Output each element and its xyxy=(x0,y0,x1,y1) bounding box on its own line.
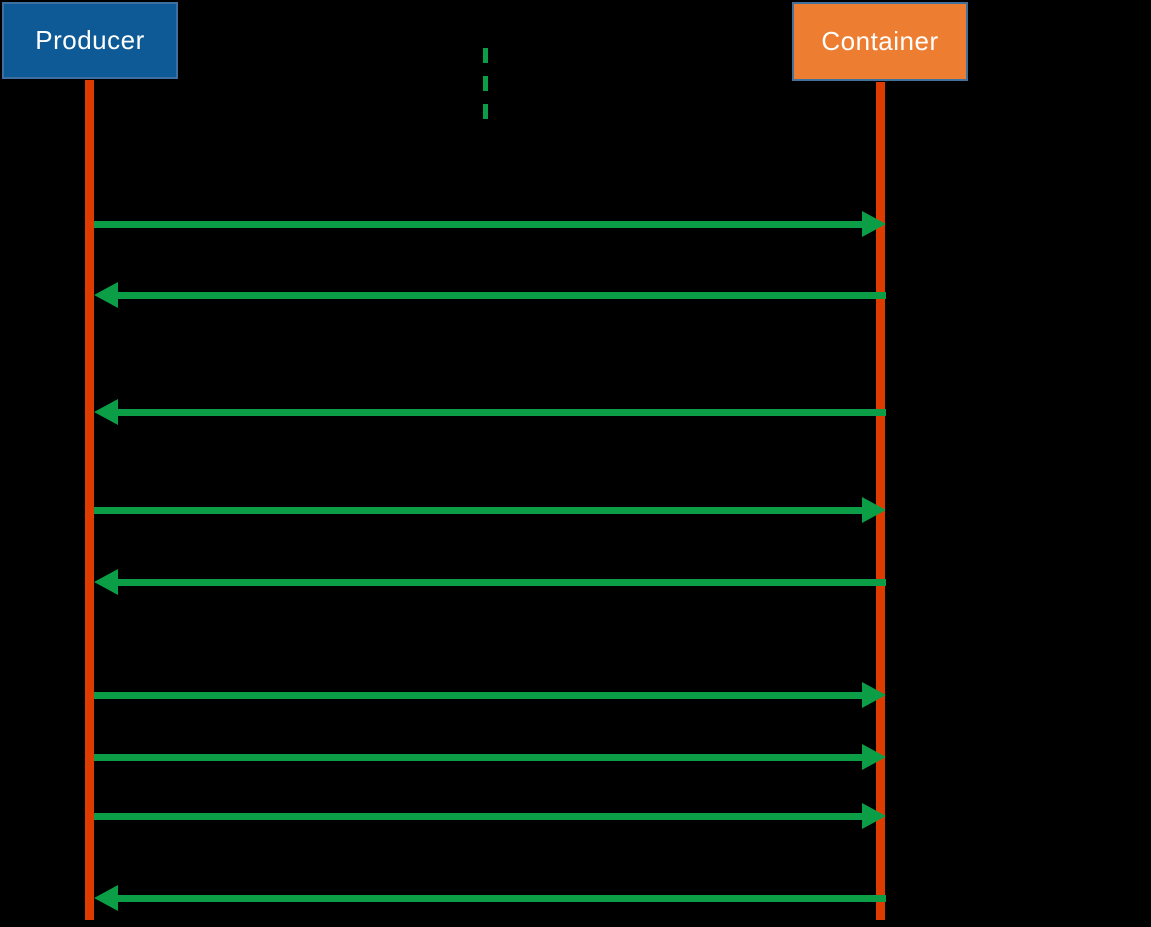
actor-box-container: Container xyxy=(792,2,968,81)
arrowhead-icon xyxy=(94,569,118,595)
message-shaft xyxy=(116,894,886,902)
message-arrow-right xyxy=(94,211,886,237)
dashed-start-marker xyxy=(483,48,488,120)
actor-label-producer: Producer xyxy=(35,25,145,55)
message-shaft xyxy=(94,753,864,761)
message-arrow-left xyxy=(94,282,886,308)
message-shaft xyxy=(116,578,886,586)
message-shaft xyxy=(116,291,886,299)
arrowhead-icon xyxy=(862,803,886,829)
arrowhead-icon xyxy=(862,497,886,523)
message-arrow-right xyxy=(94,682,886,708)
lifeline-producer xyxy=(85,80,94,920)
message-shaft xyxy=(116,408,886,416)
message-shaft xyxy=(94,220,864,228)
message-arrow-left xyxy=(94,885,886,911)
arrowhead-icon xyxy=(94,282,118,308)
message-shaft xyxy=(94,506,864,514)
message-arrow-right xyxy=(94,744,886,770)
message-arrow-right xyxy=(94,803,886,829)
actor-box-producer: Producer xyxy=(2,2,178,79)
message-arrow-left xyxy=(94,399,886,425)
message-arrow-right xyxy=(94,497,886,523)
message-shaft xyxy=(94,691,864,699)
actor-label-container: Container xyxy=(821,26,939,56)
arrowhead-icon xyxy=(862,744,886,770)
message-shaft xyxy=(94,812,864,820)
arrowhead-icon xyxy=(862,682,886,708)
arrowhead-icon xyxy=(94,399,118,425)
arrowhead-icon xyxy=(94,885,118,911)
arrowhead-icon xyxy=(862,211,886,237)
message-arrow-left xyxy=(94,569,886,595)
